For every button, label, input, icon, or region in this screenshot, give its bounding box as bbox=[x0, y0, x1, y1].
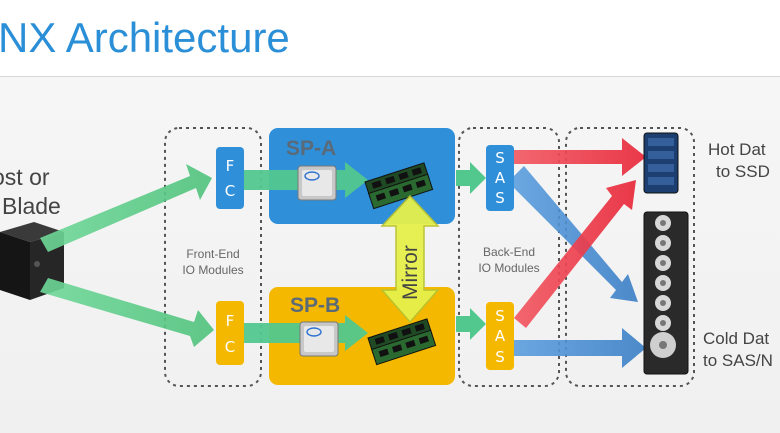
back-end-line-2: IO Modules bbox=[478, 261, 540, 275]
sas-top-letter-a: A bbox=[495, 169, 506, 187]
fc-port-bottom bbox=[216, 301, 244, 365]
cold-data-line-1: Cold Dat bbox=[703, 329, 770, 348]
sas-to-hdd-arrow bbox=[514, 328, 646, 368]
ssd-icon bbox=[643, 132, 679, 194]
cpu-chip-icon bbox=[299, 321, 339, 357]
sas-bottom-letter-a: A bbox=[495, 327, 506, 345]
front-end-line-1: Front-End bbox=[186, 247, 240, 261]
host-label: ost or Blade bbox=[0, 163, 61, 221]
hot-data-line-2: to SSD bbox=[716, 162, 770, 181]
mirror-label: Mirror bbox=[399, 245, 422, 300]
back-end-label: Back-End IO Modules bbox=[461, 244, 557, 276]
sas-port-top bbox=[486, 145, 514, 211]
memory-icon bbox=[364, 162, 434, 210]
sas-to-ssd-arrow bbox=[514, 138, 646, 176]
front-end-group bbox=[164, 127, 262, 387]
sas-top-letter-s1: S bbox=[495, 149, 505, 167]
hot-data-label: Hot Dat to SSD bbox=[708, 139, 770, 183]
back-end-line-1: Back-End bbox=[482, 245, 536, 259]
hdd-stack-icon bbox=[643, 211, 689, 375]
cold-data-line-2: to SAS/N bbox=[703, 351, 773, 370]
sp-b-to-sas-arrow bbox=[456, 308, 486, 340]
mirror-arrow bbox=[380, 194, 440, 324]
host-label-line-1: ost or bbox=[0, 164, 50, 190]
front-end-line-2: IO Modules bbox=[182, 263, 244, 277]
sp-b-title: SP-B bbox=[290, 294, 340, 317]
fc-port-top bbox=[216, 147, 244, 209]
fc-top-letter-f: F bbox=[226, 157, 235, 175]
sas-bottom-letter-s2: S bbox=[495, 348, 505, 366]
hot-data-line-1: Hot Dat bbox=[708, 140, 766, 159]
page-title: NX Architecture bbox=[0, 14, 290, 61]
host-to-fc-bottom-arrow bbox=[40, 278, 214, 347]
title-bar: NX Architecture bbox=[0, 0, 780, 77]
sp-a-to-sas-arrow bbox=[456, 162, 486, 194]
sp-a-title: SP-A bbox=[286, 137, 336, 160]
sas-top-to-hdd-arrow bbox=[514, 166, 638, 302]
sas-bottom-letter-s1: S bbox=[495, 307, 505, 325]
back-end-group bbox=[458, 127, 560, 387]
sas-bottom-to-ssd-arrow bbox=[514, 180, 636, 328]
cpu-chip-icon bbox=[297, 165, 337, 201]
sas-port-bottom bbox=[486, 302, 514, 370]
front-end-label: Front-End IO Modules bbox=[168, 246, 258, 278]
sas-top-letter-s2: S bbox=[495, 189, 505, 207]
fc-bottom-letter-f: F bbox=[226, 312, 235, 330]
memory-icon bbox=[367, 318, 437, 366]
fc-bottom-letter-c: C bbox=[225, 338, 235, 356]
cold-data-label: Cold Dat to SAS/N bbox=[703, 328, 773, 372]
fc-top-letter-c: C bbox=[225, 182, 235, 200]
host-to-fc-top-arrow bbox=[40, 164, 212, 252]
host-label-line-2: Blade bbox=[2, 193, 61, 219]
